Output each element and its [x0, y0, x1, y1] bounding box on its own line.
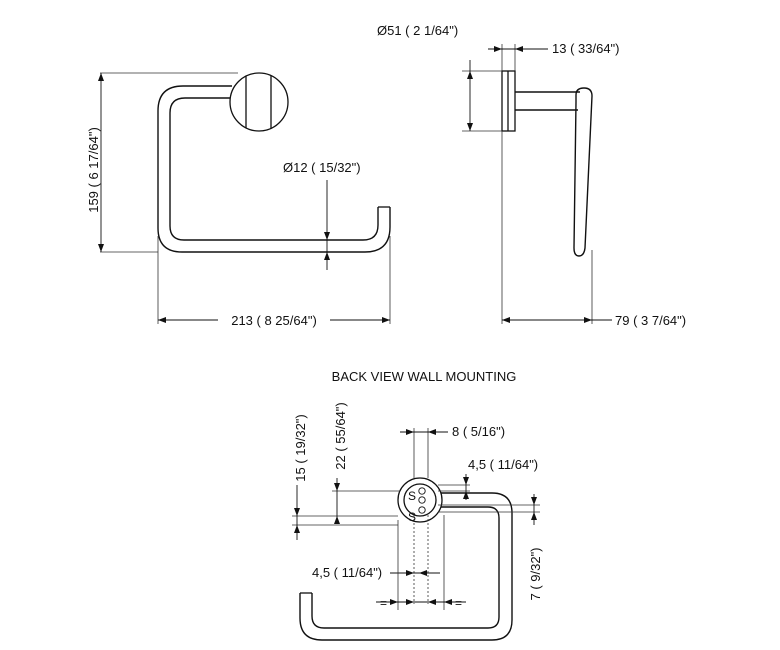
hole-dia-label: 8 ( 5/16"): [452, 424, 505, 439]
height-15-label: 15 ( 19/32"): [293, 414, 308, 482]
width-arrow-left: [158, 317, 166, 323]
thk-arrow-right: [515, 46, 523, 52]
back-ring-inner: [311, 506, 500, 629]
proj-arrow-left: [502, 317, 510, 323]
side-view: Ø51 ( 2 1/64") 13 ( 33/64") 79 ( 3 7/64"…: [377, 23, 686, 328]
eq-arrow-3: [428, 599, 436, 605]
flange-dia-arrow-bottom: [467, 123, 473, 131]
offset-left-label: 4,5 ( 11/64"): [312, 565, 382, 580]
height-arrow-bottom: [98, 244, 104, 252]
tube-dia-arrow-bottom: [324, 252, 330, 260]
projection-label: 79 ( 3 7/64"): [615, 313, 686, 328]
thk-arrow-left: [494, 46, 502, 52]
h22-arrow-bottom: [334, 516, 340, 524]
equal-mark-left: =: [380, 596, 387, 610]
proj-arrow-right: [584, 317, 592, 323]
hole-arrow-right: [428, 429, 436, 435]
back-flange-inner: [403, 483, 437, 517]
flange-dia-arrow-top: [467, 71, 473, 79]
height-7-label: 7 ( 9/32"): [528, 547, 543, 600]
mounting-hole-middle: [418, 496, 426, 504]
side-ring-profile: [573, 87, 593, 257]
tube-dia-arrow-top: [324, 232, 330, 240]
offset-top-arrow1: [463, 477, 469, 485]
height-22-label: 22 ( 55/64"): [333, 402, 348, 470]
width-dim-label: 213 ( 8 25/64"): [231, 313, 317, 328]
h15-arrow-top: [294, 508, 300, 516]
h7-arrow-top: [531, 497, 537, 505]
back-view-title: BACK VIEW WALL MOUNTING: [332, 369, 517, 384]
back-view: BACK VIEW WALL MOUNTING S S 8 ( 5/16") 4…: [292, 369, 543, 641]
offset-left-arrow1: [406, 570, 414, 576]
offset-left-arrow2: [419, 570, 427, 576]
hole-label-top: S: [408, 489, 416, 503]
tube-dia-label: Ø12 ( 15/32"): [283, 160, 361, 175]
flange-dia-label: Ø51 ( 2 1/64"): [377, 23, 458, 38]
mounting-hole-bottom: [418, 506, 426, 514]
hole-arrow-left: [406, 429, 414, 435]
ring-outer-outline: [157, 85, 391, 253]
offset-top-arrow2: [463, 491, 469, 499]
eq-arrow-4: [444, 599, 452, 605]
eq-arrow-2: [406, 599, 414, 605]
mounting-hole-top: [418, 487, 426, 495]
ring-inner-outline: [169, 97, 379, 241]
offset-top-label: 4,5 ( 11/64"): [468, 457, 538, 472]
h15-arrow-bottom: [294, 525, 300, 533]
h22-arrow-top: [334, 483, 340, 491]
width-label-bg: [218, 312, 330, 328]
hole-label-bottom: S: [408, 510, 416, 524]
wall-flange: [229, 72, 289, 132]
height-dim-label: 159 ( 6 17/64"): [86, 127, 101, 213]
h7-arrow-bottom: [531, 512, 537, 520]
eq-arrow-1: [390, 599, 398, 605]
width-arrow-right: [382, 317, 390, 323]
height-arrow-top: [98, 73, 104, 81]
equal-mark-right: =: [455, 596, 462, 610]
flange-thickness-label: 13 ( 33/64"): [552, 41, 620, 56]
back-ring-outer: [299, 492, 513, 641]
front-view: 159 ( 6 17/64") 213 ( 8 25/64") Ø12 ( 15…: [86, 72, 391, 328]
